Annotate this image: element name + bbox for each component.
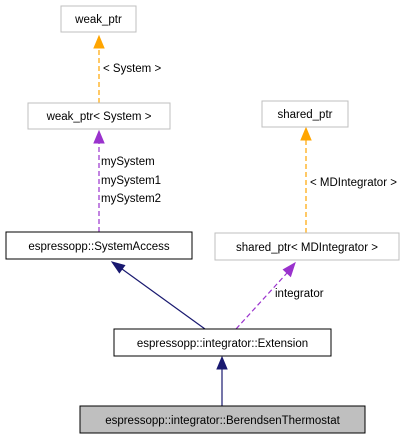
edge-my-system-label-3: mySystem2 <box>101 193 161 205</box>
edge-my-system-arrowhead <box>93 129 105 144</box>
edge-integrator-label: integrator <box>275 288 324 300</box>
node-weak-ptr-label: weak_ptr <box>74 14 122 26</box>
edge-my-system: mySystem mySystem1 mySystem2 <box>93 129 161 232</box>
node-shared-ptr-mdintegrator[interactable]: shared_ptr< MDIntegrator > <box>214 232 400 261</box>
node-weak-ptr-system[interactable]: weak_ptr< System > <box>27 102 171 130</box>
node-extension-label: espressopp::integrator::Extension <box>137 338 308 350</box>
node-shared-ptr-mdintegrator-label: shared_ptr< MDIntegrator > <box>236 242 378 254</box>
edge-my-system-label-1: mySystem <box>101 156 155 168</box>
edge-shared-ptr-template: < MDIntegrator > <box>300 126 397 233</box>
node-shared-ptr[interactable]: shared_ptr <box>261 100 349 128</box>
node-system-access[interactable]: espressopp::SystemAccess <box>5 231 193 260</box>
edge-my-system-label-2: mySystem1 <box>101 175 161 187</box>
edge-extension-inherits-systemaccess <box>110 261 206 330</box>
edge-shared-ptr-template-label: < MDIntegrator > <box>310 177 397 189</box>
edge-extension-inherits-systemaccess-arrowhead <box>110 261 126 274</box>
edge-integrator: integrator <box>235 261 324 330</box>
edge-shared-ptr-template-arrowhead <box>300 126 312 141</box>
edge-weak-ptr-template-label: < System > <box>103 63 161 75</box>
edge-weak-ptr-template: < System > <box>93 34 161 103</box>
edge-integrator-arrowhead <box>282 261 296 278</box>
edge-weak-ptr-template-arrowhead <box>93 34 105 49</box>
node-weak-ptr-system-label: weak_ptr< System > <box>46 111 152 123</box>
edge-berendsen-inherits-extension-arrowhead <box>216 355 228 370</box>
edge-berendsen-inherits-extension <box>216 355 228 406</box>
node-extension[interactable]: espressopp::integrator::Extension <box>113 328 332 357</box>
node-weak-ptr[interactable]: weak_ptr <box>60 5 137 33</box>
node-shared-ptr-label: shared_ptr <box>278 109 333 121</box>
node-system-access-label: espressopp::SystemAccess <box>28 241 170 253</box>
node-berendsen-thermostat[interactable]: espressopp::integrator::BerendsenThermos… <box>79 405 366 434</box>
node-berendsen-thermostat-label: espressopp::integrator::BerendsenThermos… <box>105 415 340 427</box>
